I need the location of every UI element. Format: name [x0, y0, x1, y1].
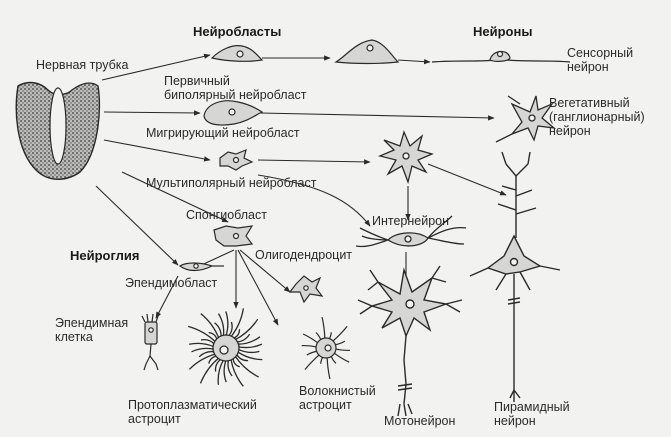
label-sensory-2: нейрон	[567, 60, 609, 74]
astrocyte-process	[237, 348, 260, 354]
label-neural-tube: Нервная трубка	[36, 58, 129, 72]
vegetative-neuron-cell	[495, 95, 557, 143]
astrocyte-process	[191, 347, 215, 353]
astrocyte-process	[188, 353, 216, 370]
astrocyte-process	[237, 351, 263, 361]
header-neurons: Нейроны	[473, 24, 533, 39]
migrating-neuroblast-cell	[203, 100, 264, 126]
astrocyte-process	[225, 311, 229, 337]
astrocyte-process	[198, 350, 215, 358]
astrocyte-process	[306, 350, 318, 356]
astrocyte-process	[331, 326, 348, 343]
astrocyte-process	[237, 336, 261, 345]
astrocyte-process	[234, 355, 259, 378]
ependymoblast-cell	[178, 262, 224, 272]
pyramidal-neuron-cell	[469, 151, 561, 402]
astrocyte-process	[321, 316, 326, 340]
astrocyte-process	[217, 359, 225, 385]
label-oligodendrocyte: Олигодендроцит	[255, 248, 353, 262]
astrocyte-process	[304, 353, 321, 370]
label-primary-bipolar-2: биполярный нейробласт	[164, 88, 307, 102]
label-spongioblast: Спонгиобласт	[186, 208, 267, 222]
astrocyte-process	[223, 359, 227, 383]
label-primary-bipolar-1: Первичный	[164, 74, 230, 88]
label-sensory-1: Сенсорный	[567, 46, 634, 60]
astrocyte-process	[237, 343, 263, 349]
label-ependymal-1: Эпендимная	[55, 316, 129, 330]
astrocyte-process	[234, 318, 259, 341]
label-fibrous-2: астроцит	[299, 398, 352, 412]
label-fibrous-1: Волокнистый	[299, 384, 376, 398]
ependymal-cell	[141, 313, 159, 371]
multipolar-neuroblast-cell	[219, 149, 254, 171]
label-vegetative-1: Вегетативный	[549, 96, 630, 110]
primary-bipolar-neuroblast-cell	[210, 45, 264, 62]
label-interneuron: Интернейрон	[372, 214, 450, 228]
fibrous-astrocyte-cell	[301, 316, 350, 380]
multipolar-neuron-cell	[377, 130, 434, 185]
header-neuroglia: Нейроглия	[70, 248, 140, 263]
sensory-neuron-cell	[431, 50, 571, 63]
protoplasmic-astrocyte-cell	[188, 308, 263, 387]
astrocyte-process	[199, 357, 220, 384]
label-protoplasmic-2: астроцит	[128, 412, 181, 426]
astrocyte-process	[217, 313, 225, 337]
header-neuroblasts: Нейробласты	[193, 24, 282, 39]
astrocyte-process	[326, 356, 331, 380]
astrocyte-process	[227, 321, 233, 337]
label-ependymal-2: клетка	[55, 330, 93, 344]
arrows	[95, 53, 507, 326]
label-multipolar-neuroblast: Мультиполярный нейробласт	[146, 176, 317, 190]
label-vegetative-3: нейрон	[549, 124, 591, 138]
oligodendrocyte-cell	[288, 275, 324, 304]
label-pyramidal-1: Пирамидный	[494, 400, 570, 414]
neural-tube-illustration	[15, 81, 101, 180]
astrocyte-process	[230, 308, 245, 338]
astrocyte-process	[302, 333, 319, 344]
astrocyte-process	[333, 352, 350, 363]
label-motoneuron: Мотонейрон	[384, 414, 456, 428]
label-migrating-neuroblast: Мигрирующий нейробласт	[146, 126, 300, 140]
interneuron-cell	[355, 215, 467, 248]
astrocyte-process	[301, 344, 318, 348]
astrocyte-process	[230, 358, 244, 387]
bipolar-neuroblast-stage2-cell	[334, 39, 400, 65]
astrocyte-process	[200, 313, 220, 339]
label-ependymoblast: Эпендимобласт	[125, 276, 218, 290]
label-vegetative-2: (ганглионарный)	[549, 110, 645, 124]
astrocyte-process	[188, 325, 217, 343]
spongioblast-cell	[213, 225, 254, 247]
label-pyramidal-2: нейрон	[494, 414, 536, 428]
astrocyte-process	[188, 342, 215, 348]
astrocyte-process	[334, 348, 350, 352]
astrocyte-process	[334, 340, 346, 346]
motoneuron-cell	[357, 265, 463, 417]
label-protoplasmic-1: Протоплазматический	[128, 398, 257, 412]
